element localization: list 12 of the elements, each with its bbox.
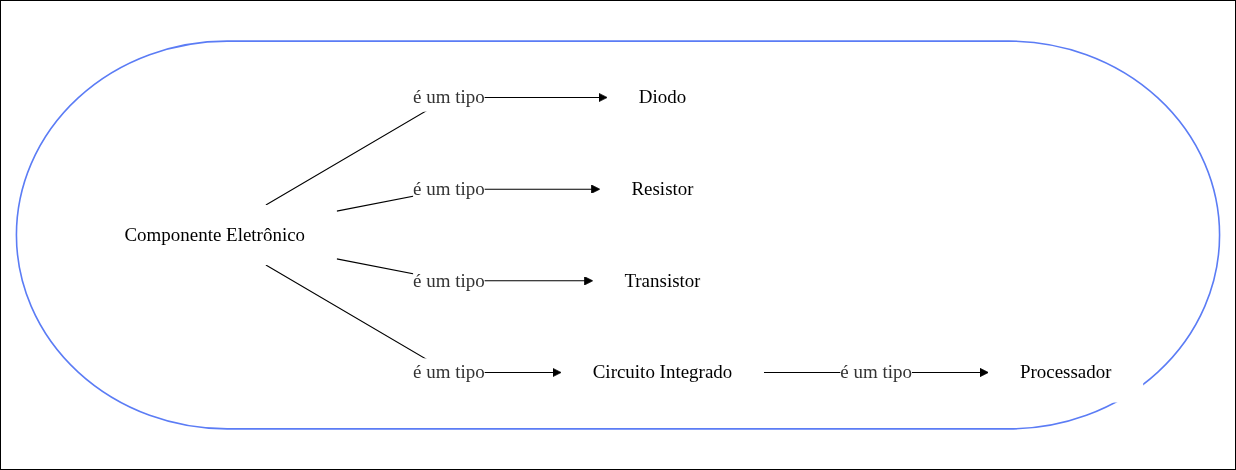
edge-label: é um tipo (413, 269, 485, 291)
node-text: Resistor (631, 178, 694, 200)
node-text: Circuito Integrado (592, 361, 733, 383)
node-text: Componente Eletrônico (124, 223, 306, 246)
node-text: Transistor (624, 269, 701, 291)
node-text: Diodo (638, 86, 687, 108)
edge-label: é um tipo (413, 361, 485, 383)
arrow (265, 92, 608, 206)
arrow (265, 264, 562, 378)
edge-label: é um tipo (840, 361, 912, 383)
edge-label: é um tipo (413, 86, 485, 108)
edge-label: é um tipo (413, 178, 485, 200)
